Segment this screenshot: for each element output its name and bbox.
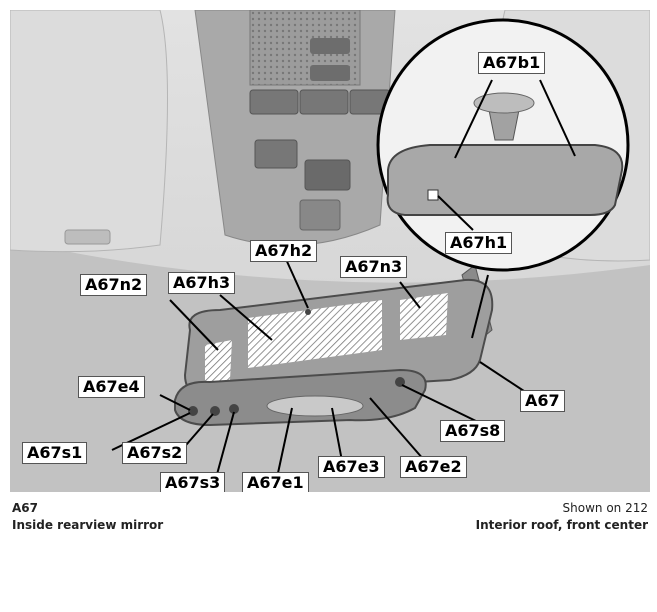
callout-a67n3: A67n3 (340, 256, 408, 278)
component-illustration: A67b1 A67h1 A67h2 A67h3 A67n2 A67n3 A67e… (10, 10, 650, 492)
callout-a67h2: A67h2 (250, 240, 318, 262)
console-switch-2 (310, 65, 350, 81)
console-switch-1 (310, 38, 350, 54)
callout-a67h1: A67h1 (445, 232, 513, 254)
illustration-drawing (10, 10, 650, 492)
switch-s2 (210, 406, 220, 416)
reading-lamp-lens (266, 395, 364, 417)
callout-a67h3: A67h3 (168, 272, 236, 294)
callout-a67: A67 (520, 390, 565, 412)
callout-a67s3: A67s3 (160, 472, 226, 492)
component-code: A67 (12, 501, 38, 515)
inset-led-h1 (427, 189, 439, 201)
hatch-area-n3 (400, 293, 448, 340)
callout-a67e1: A67e1 (242, 472, 309, 492)
reference-location: Interior roof, front center (475, 518, 648, 532)
callout-a67s2: A67s2 (122, 442, 188, 464)
callout-a67s8: A67s8 (440, 420, 506, 442)
switch-s3 (229, 404, 239, 414)
console-switch-7 (304, 159, 351, 191)
console-switch-3 (249, 89, 299, 115)
callout-a67e4: A67e4 (78, 376, 145, 398)
visor-clip (64, 229, 111, 245)
inset-mount-base (473, 92, 535, 114)
callout-a67e3: A67e3 (318, 456, 385, 478)
component-name: Inside rearview mirror (12, 518, 164, 532)
hatch-area-h3 (248, 300, 382, 368)
callout-a67e2: A67e2 (400, 456, 467, 478)
inset-mirror (386, 144, 624, 216)
console-switch-6 (254, 139, 298, 169)
hatch-area-n2 (205, 340, 232, 382)
callout-a67b1: A67b1 (478, 52, 546, 74)
led-h2 (305, 309, 311, 315)
callout-a67n2: A67n2 (80, 274, 148, 296)
console-switch-4 (299, 89, 349, 115)
left-sun-visor (10, 10, 168, 253)
reference-shown-on: Shown on 212 (562, 501, 648, 515)
callout-a67s1: A67s1 (22, 442, 88, 464)
console-lamp (299, 199, 341, 231)
switch-s1 (188, 406, 198, 416)
